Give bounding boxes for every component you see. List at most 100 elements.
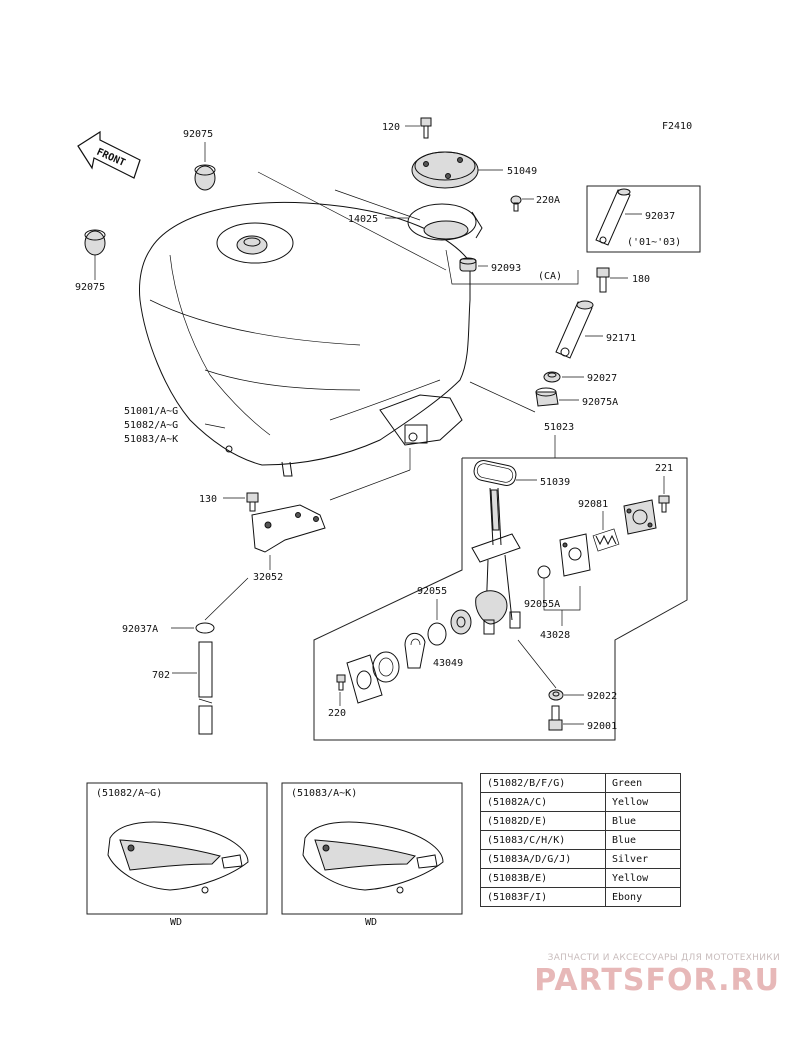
- bolt-130: [246, 492, 259, 512]
- label-92075A: 92075A: [582, 397, 618, 408]
- screw-220: [336, 674, 346, 691]
- cap-base-14025: [407, 203, 483, 241]
- watermark-caption: ЗАПЧАСТИ И АКСЕССУАРЫ ДЛЯ МОТОТЕХНИКИ: [547, 953, 780, 963]
- label-14025: 14025: [348, 214, 378, 225]
- label-32052: 32052: [253, 572, 283, 583]
- screw-221: [658, 495, 670, 513]
- color-code: (51083B/E): [480, 868, 606, 888]
- color-name: Green: [605, 773, 681, 793]
- front-arrow-icon: FRONT: [77, 130, 141, 179]
- valve-cover-plate: [623, 499, 657, 535]
- inset-box-51082: [86, 782, 268, 915]
- clamp-92037A: [195, 622, 215, 634]
- hose-92037: [595, 188, 631, 246]
- screw-220A: [510, 195, 522, 212]
- fuel-tank: [139, 201, 471, 477]
- fuel-valve-body: [471, 487, 521, 635]
- table-row: (51082A/C) Yellow: [480, 792, 681, 812]
- color-name: Yellow: [605, 792, 681, 812]
- label-92037A: 92037A: [122, 624, 158, 635]
- label-51039: 51039: [540, 477, 570, 488]
- color-name: Blue: [605, 830, 681, 850]
- label-92171: 92171: [606, 333, 636, 344]
- label-92055: 92055: [417, 586, 447, 597]
- screw-120: [420, 117, 432, 139]
- table-row: (51082/B/F/G) Green: [480, 773, 681, 793]
- label-92022: 92022: [587, 691, 617, 702]
- label-120: 120: [382, 122, 400, 133]
- label-220: 220: [328, 708, 346, 719]
- label-43028: 43028: [540, 630, 570, 641]
- label-92037: 92037: [645, 211, 675, 222]
- elbow-tube: [404, 632, 426, 669]
- inset-caption-51083: WD: [365, 917, 377, 928]
- color-name: Yellow: [605, 868, 681, 888]
- label-130: 130: [199, 494, 217, 505]
- label-92075-top: 92075: [183, 129, 213, 140]
- color-code: (51082D/E): [480, 811, 606, 831]
- damper-92075-left: [84, 229, 106, 256]
- diaphragm-43028: [559, 533, 591, 577]
- oring-92055A: [537, 565, 551, 579]
- label-92037-note: ('01~'03): [627, 237, 681, 248]
- label-92055A: 92055A: [524, 599, 560, 610]
- inset-title-51083: (51083/A~K): [291, 788, 357, 799]
- color-table: (51082/B/F/G) Green (51082A/C) Yellow (5…: [480, 773, 681, 907]
- damper-92075A: [535, 387, 559, 407]
- spacer-92171: [555, 300, 594, 359]
- tank-label-1: 51001/A~G: [124, 406, 178, 417]
- hose-box-92037: [586, 185, 701, 253]
- label-92001: 92001: [587, 721, 617, 732]
- inset-title-51082: (51082/A~G): [96, 788, 162, 799]
- table-row: (51082D/E) Blue: [480, 811, 681, 831]
- valve-group-outline: [313, 457, 688, 741]
- inset-box-51083: [281, 782, 463, 915]
- tank-label-3: 51083/A~K: [124, 434, 178, 445]
- color-code: (51082/B/F/G): [480, 773, 606, 793]
- color-code: (51083A/D/G/J): [480, 849, 606, 869]
- label-702: 702: [152, 670, 170, 681]
- hose-702: [198, 641, 213, 735]
- seal-ring: [372, 651, 400, 683]
- damper-92075-top: [194, 164, 216, 191]
- strainer: [450, 609, 472, 635]
- label-51049: 51049: [507, 166, 537, 177]
- label-92081: 92081: [578, 499, 608, 510]
- label-43049: 43049: [433, 658, 463, 669]
- tank-label-2: 51082/A~G: [124, 420, 178, 431]
- collar-92027: [543, 371, 561, 383]
- fuel-cap-51049: [411, 151, 479, 189]
- watermark: ЗАПЧАСТИ И АКСЕССУАРЫ ДЛЯ МОТОТЕХНИКИ PA…: [534, 953, 780, 998]
- bracket-32052: [251, 504, 326, 553]
- washer-92022: [548, 689, 564, 701]
- oring-92055: [427, 622, 447, 646]
- table-row: (51083B/E) Yellow: [480, 868, 681, 888]
- label-92027: 92027: [587, 373, 617, 384]
- table-row: (51083F/I) Ebony: [480, 887, 681, 907]
- mount-plate: [346, 654, 383, 704]
- inset-tank-51083: [302, 821, 444, 894]
- color-name: Silver: [605, 849, 681, 869]
- color-code: (51083F/I): [480, 887, 606, 907]
- nut-92093: [459, 257, 477, 272]
- label-51023: 51023: [544, 422, 574, 433]
- label-92075-left: 92075: [75, 282, 105, 293]
- color-code: (51082A/C): [480, 792, 606, 812]
- label-92093-note: (CA): [538, 271, 562, 282]
- table-row: (51083A/D/G/J) Silver: [480, 849, 681, 869]
- color-name: Ebony: [605, 887, 681, 907]
- label-220A: 220A: [536, 195, 560, 206]
- spring-92081: [592, 528, 620, 552]
- label-92093: 92093: [491, 263, 521, 274]
- watermark-logo[interactable]: PARTSFOR.RU: [534, 963, 780, 998]
- inset-tank-51082: [107, 821, 249, 894]
- color-code: (51083/C/H/K): [480, 830, 606, 850]
- label-180: 180: [632, 274, 650, 285]
- table-row: (51083/C/H/K) Blue: [480, 830, 681, 850]
- bolt-92001: [548, 705, 563, 731]
- figure-code: F2410: [662, 121, 692, 132]
- gasket-51039: [473, 460, 517, 486]
- label-221: 221: [655, 463, 673, 474]
- bolt-180: [596, 267, 610, 293]
